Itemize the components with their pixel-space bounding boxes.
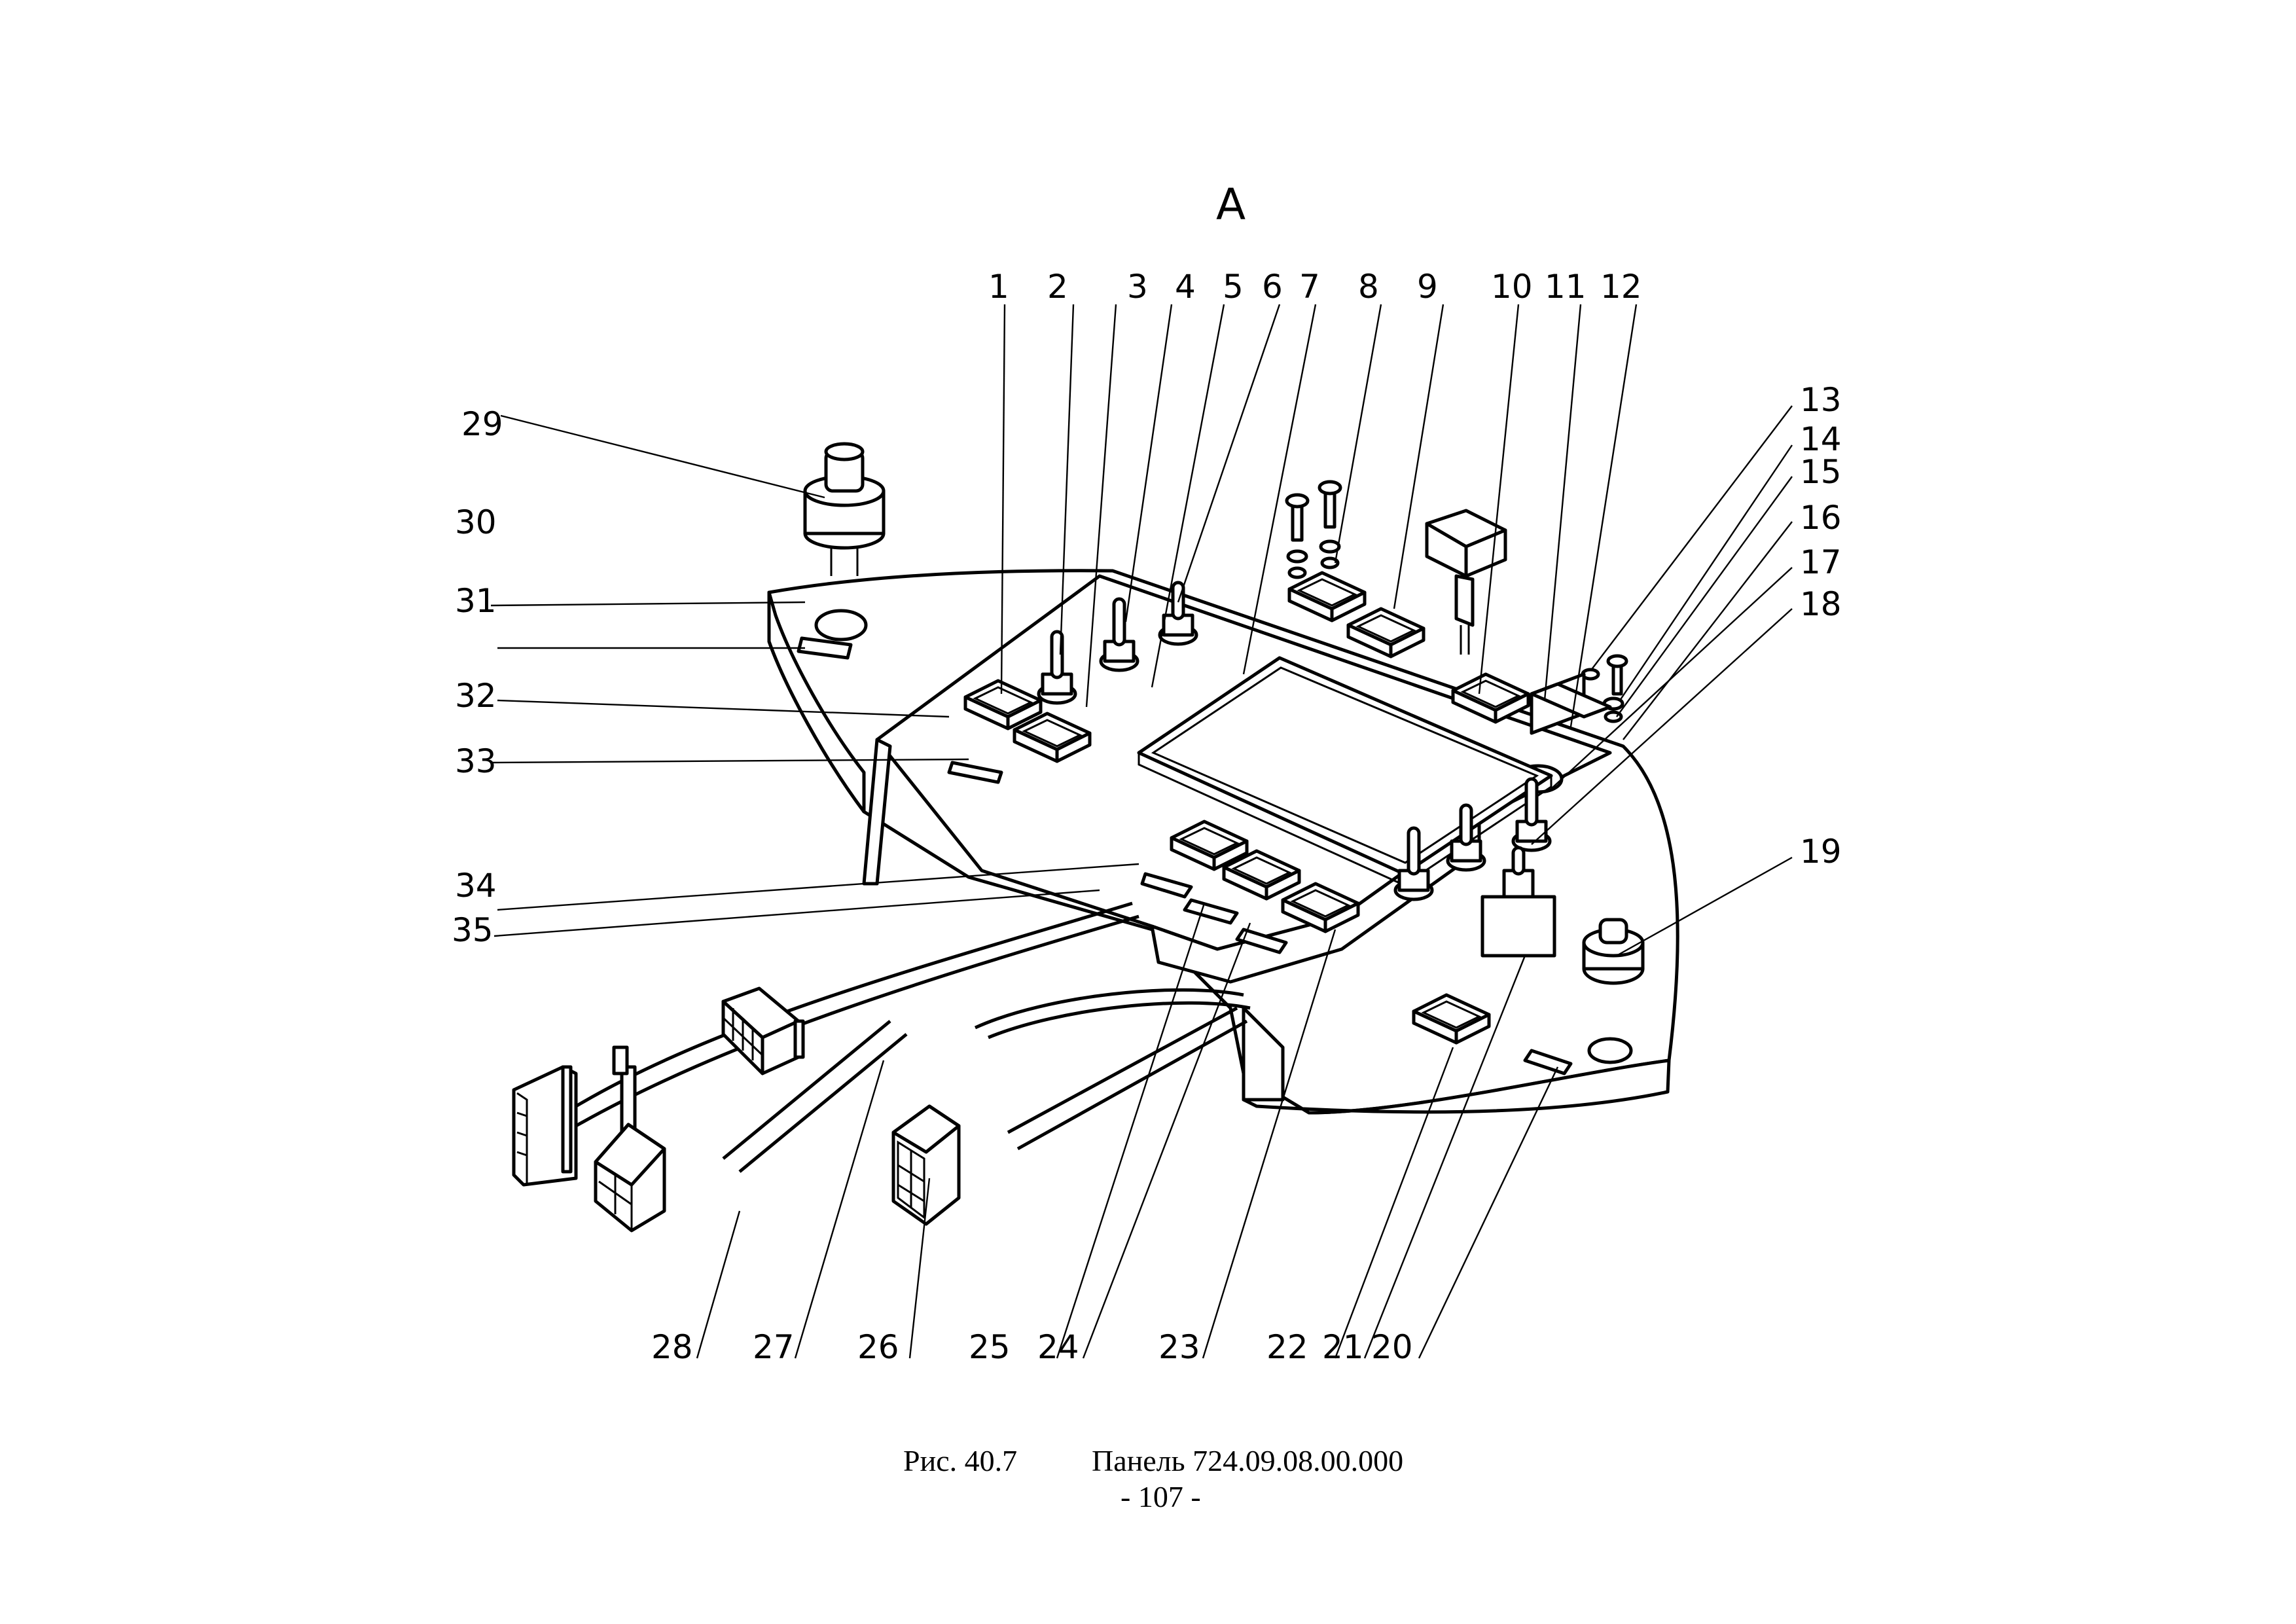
page-number: - 107 - [1121, 1480, 1201, 1513]
callouts-bottom: 20 21 22 23 24 25 26 27 28 [651, 903, 1559, 1366]
toggle-switch [1446, 803, 1486, 872]
callout-32: 32 [455, 677, 497, 715]
callout-13: 13 [1800, 381, 1842, 419]
toggle-switch [1099, 597, 1139, 672]
callout-3: 3 [1127, 268, 1148, 306]
callout-19: 19 [1800, 833, 1842, 871]
callout-31: 33 [455, 742, 497, 780]
rocker-switch [963, 679, 1043, 731]
callout-15: 15 [1800, 453, 1842, 491]
figure-title: Панель 724.09.08.00.000 [1092, 1444, 1404, 1477]
callout-22: 22 [1266, 1328, 1308, 1366]
callout-30: 34 [455, 867, 497, 905]
callout-26: 26 [857, 1328, 899, 1366]
rocker-switch [1170, 820, 1249, 871]
callout-16: 16 [1800, 499, 1842, 537]
callout-14: 14 [1800, 420, 1842, 458]
callout-33: 31 [455, 582, 497, 620]
wiring-harness [575, 901, 1251, 1173]
rocker-switch [1287, 571, 1367, 623]
callout-1: 1 [988, 268, 1009, 306]
rocker-switch [1222, 849, 1301, 901]
callout-17: 17 [1800, 543, 1842, 581]
rocker-switch [1451, 672, 1530, 724]
callout-6: 6 [1262, 268, 1283, 306]
side-flange [862, 738, 892, 886]
callout-28: 28 [651, 1328, 693, 1366]
toggle-switch-large [1480, 846, 1556, 958]
callout-9: 9 [1417, 268, 1438, 306]
callout-34: 30 [455, 503, 497, 541]
callout-2: 2 [1047, 268, 1068, 306]
label-plates [797, 636, 1573, 1075]
callout-7: 7 [1299, 268, 1320, 306]
callout-12: 12 [1600, 268, 1642, 306]
indicator-display [1137, 656, 1553, 886]
callout-27: 27 [753, 1328, 795, 1366]
mount-hole-left [814, 609, 868, 641]
toggle-switch [1393, 826, 1434, 901]
rocker-switch [1346, 607, 1426, 659]
callout-23: 23 [1158, 1328, 1200, 1366]
callout-24: 24 [1037, 1328, 1079, 1366]
callouts-top: 1 2 3 4 5 6 7 8 9 10 11 12 [988, 268, 1642, 727]
push-button-35 [803, 442, 886, 576]
callout-18: 18 [1800, 585, 1842, 623]
rocker-switch [1013, 712, 1092, 763]
connector-6pin [594, 1123, 666, 1233]
mounting-bracket [1530, 672, 1612, 735]
callout-21: 21 [1322, 1328, 1364, 1366]
connector-6pin-tall [891, 1104, 961, 1226]
exploded-rocker-switch [1425, 509, 1507, 655]
callout-35: 29 [461, 405, 503, 443]
callout-5: 5 [1223, 268, 1244, 306]
view-label: А [1216, 179, 1246, 230]
mount-hole-right [1587, 1037, 1633, 1064]
callout-25: 25 [969, 1328, 1011, 1366]
callout-10: 10 [1491, 268, 1533, 306]
callout-4: 4 [1175, 268, 1196, 306]
rocker-switch [1412, 993, 1491, 1045]
callouts-right: 13 14 15 16 17 18 19 [1531, 381, 1842, 957]
toggle-switch [1511, 777, 1552, 852]
callouts-left: 35 34 33 32 31 30 29 [452, 405, 1139, 949]
callout-29: 35 [452, 911, 493, 949]
rocker-switch [1281, 882, 1360, 933]
figure-label: Рис. 40.7 [903, 1444, 1018, 1477]
callout-8: 8 [1358, 268, 1379, 306]
screws [1285, 480, 1628, 723]
callout-11: 11 [1545, 268, 1587, 306]
callout-20: 20 [1371, 1328, 1413, 1366]
connector-8pin-horizontal [721, 986, 805, 1075]
toggle-switch [1037, 630, 1077, 705]
rocker-switches [963, 571, 1530, 1045]
